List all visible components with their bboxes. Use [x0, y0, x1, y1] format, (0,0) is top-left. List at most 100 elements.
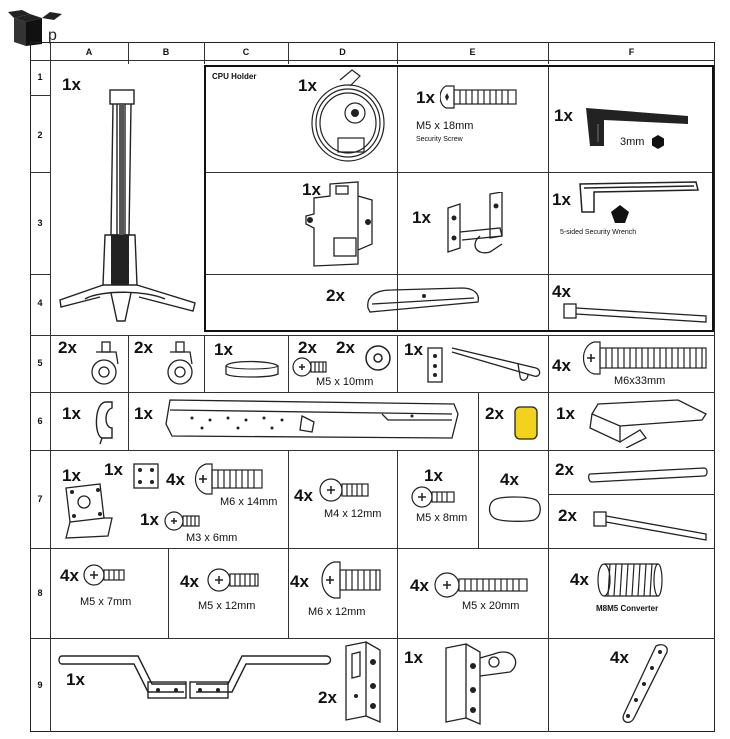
- row-label-2: 2: [37, 130, 43, 140]
- clip-bar-count: 2x: [326, 286, 345, 305]
- m3x6-screw-count: 1x: [140, 510, 159, 529]
- m6x12-screw-icon: [321, 561, 381, 599]
- mount-plate-illustration: [65, 483, 113, 539]
- yellow-pad-illustration: [514, 406, 538, 440]
- cpu-bracket-count: 1x: [302, 180, 321, 199]
- m5x10-screw-icon: [292, 357, 327, 377]
- strip-count: 2x: [555, 460, 574, 479]
- m6x33-screw-count: 4x: [552, 356, 571, 375]
- pentagon-wrench-count: 1x: [552, 190, 571, 209]
- pentagon-wrench-note: 5-sided Security Wrench: [560, 229, 637, 236]
- mount-plate-count: 1x: [62, 466, 81, 485]
- hexagon-icon: [652, 135, 664, 149]
- column-header-b: B: [162, 47, 170, 57]
- m8m5-converter-illustration: [597, 563, 663, 597]
- foot-pad-illustration: [488, 496, 541, 522]
- m5x18-screw-note: Security Screw: [416, 136, 463, 143]
- parts-box-icon: p: [8, 10, 62, 46]
- angle-strap-illustration: [622, 644, 668, 723]
- m5x8-screw-count: 1x: [424, 466, 443, 485]
- m5x7-screw-size: M5 x 7mm: [80, 596, 132, 608]
- shelf-count: 1x: [556, 404, 575, 423]
- clip-bar-illustration: [367, 287, 480, 313]
- tie-4-count: 4x: [552, 282, 571, 301]
- clamp-plate-illustration: [445, 643, 517, 725]
- pentagon-icon: [611, 205, 629, 223]
- svg-text:p: p: [48, 27, 57, 44]
- stand-illustration: [59, 89, 196, 322]
- caster-a-count: 2x: [58, 338, 77, 357]
- m4x12-screw-count: 4x: [294, 486, 313, 505]
- cable-hook-illustration: [95, 401, 113, 445]
- m6x14-screw-size: M6 x 14mm: [220, 496, 278, 508]
- column-header-c: C: [242, 47, 250, 57]
- m5x18-screw-icon: [440, 85, 517, 109]
- tie-2-count: 2x: [558, 506, 577, 525]
- m6x12-screw-size: M6 x 12mm: [308, 606, 366, 618]
- clamp-plate-count: 1x: [404, 648, 423, 667]
- converter-count: 4x: [570, 570, 589, 589]
- pentagon-wrench-illustration: [579, 181, 699, 213]
- m3x6-screw-size: M3 x 6mm: [186, 532, 238, 544]
- cable-tie-2-illustration: [593, 511, 707, 541]
- small-plate-count: 1x: [104, 460, 123, 479]
- row-label-1: 1: [37, 72, 43, 82]
- hinge-bracket-illustration: [447, 192, 503, 254]
- row-label-8: 8: [37, 588, 43, 598]
- caster-b-illustration: [167, 341, 193, 385]
- caster-a-illustration: [91, 341, 119, 385]
- washer-icon: [365, 345, 391, 371]
- m5x8-screw-icon: [411, 486, 455, 508]
- rail-illustration: [165, 399, 459, 439]
- m5x20-screw-size: M5 x 20mm: [462, 600, 520, 612]
- column-header-d: D: [339, 47, 346, 57]
- cable-hook-count: 1x: [62, 404, 81, 423]
- column-header-f: F: [628, 47, 635, 57]
- cpu-holder-section: [204, 65, 714, 332]
- m6x33-screw-icon: [582, 341, 707, 375]
- m6x14-screw-icon: [194, 463, 263, 495]
- m5x18-screw-size: M5 x 18mm: [416, 120, 474, 132]
- small-plate-illustration: [133, 463, 159, 489]
- angle-strap-count: 4x: [610, 648, 629, 667]
- m5x8-screw-size: M5 x 8mm: [416, 512, 468, 524]
- cpu-cable-reel-illustration: [311, 69, 385, 162]
- hook-plate-illustration: [427, 347, 541, 383]
- row-label-9: 9: [37, 680, 43, 690]
- bar-handle-illustration: [58, 655, 332, 699]
- parts-grid-frame: [30, 42, 715, 732]
- m5x10-screw-size: M5 x 10mm: [316, 376, 374, 388]
- row-label-4: 4: [37, 298, 43, 308]
- rail-count: 1x: [134, 404, 153, 423]
- pad-block-count: 1x: [214, 340, 233, 359]
- m5x12-screw-icon: [207, 568, 259, 592]
- cable-tie-4-illustration: [563, 303, 707, 323]
- hinge-bracket-count: 1x: [412, 208, 431, 227]
- m4x12-screw-size: M4 x 12mm: [324, 508, 382, 520]
- m5x12-screw-count: 4x: [180, 572, 199, 591]
- m6x14-screw-count: 4x: [166, 470, 185, 489]
- row-label-5: 5: [37, 358, 43, 368]
- foot-pad-count: 4x: [500, 470, 519, 489]
- column-header-e: E: [469, 47, 476, 57]
- slot-plate-count: 2x: [318, 688, 337, 707]
- cpu-cable-count: 1x: [298, 76, 317, 95]
- m3x6-screw-icon: [164, 511, 200, 531]
- row-label-3: 3: [37, 218, 43, 228]
- cpu-holder-title: CPU Holder: [212, 72, 257, 81]
- cpu-bracket-illustration: [305, 181, 373, 267]
- hex-key-size: 3mm: [620, 136, 645, 148]
- m5x12-screw-size: M5 x 12mm: [198, 600, 256, 612]
- row-label-6: 6: [37, 416, 43, 426]
- stand-count: 1x: [62, 75, 81, 94]
- caster-b-count: 2x: [134, 338, 153, 357]
- m5x10-screw-count: 2x: [298, 338, 317, 357]
- washer-count: 2x: [336, 338, 355, 357]
- m4x12-screw-icon: [319, 478, 369, 502]
- shelf-illustration: [589, 399, 707, 448]
- m8m5-converter-name: M8M5 Converter: [596, 604, 659, 613]
- column-header-a: A: [85, 47, 93, 57]
- hook-plate-count: 1x: [404, 340, 423, 359]
- m5x20-screw-count: 4x: [410, 576, 429, 595]
- hex-key-count: 1x: [554, 106, 573, 125]
